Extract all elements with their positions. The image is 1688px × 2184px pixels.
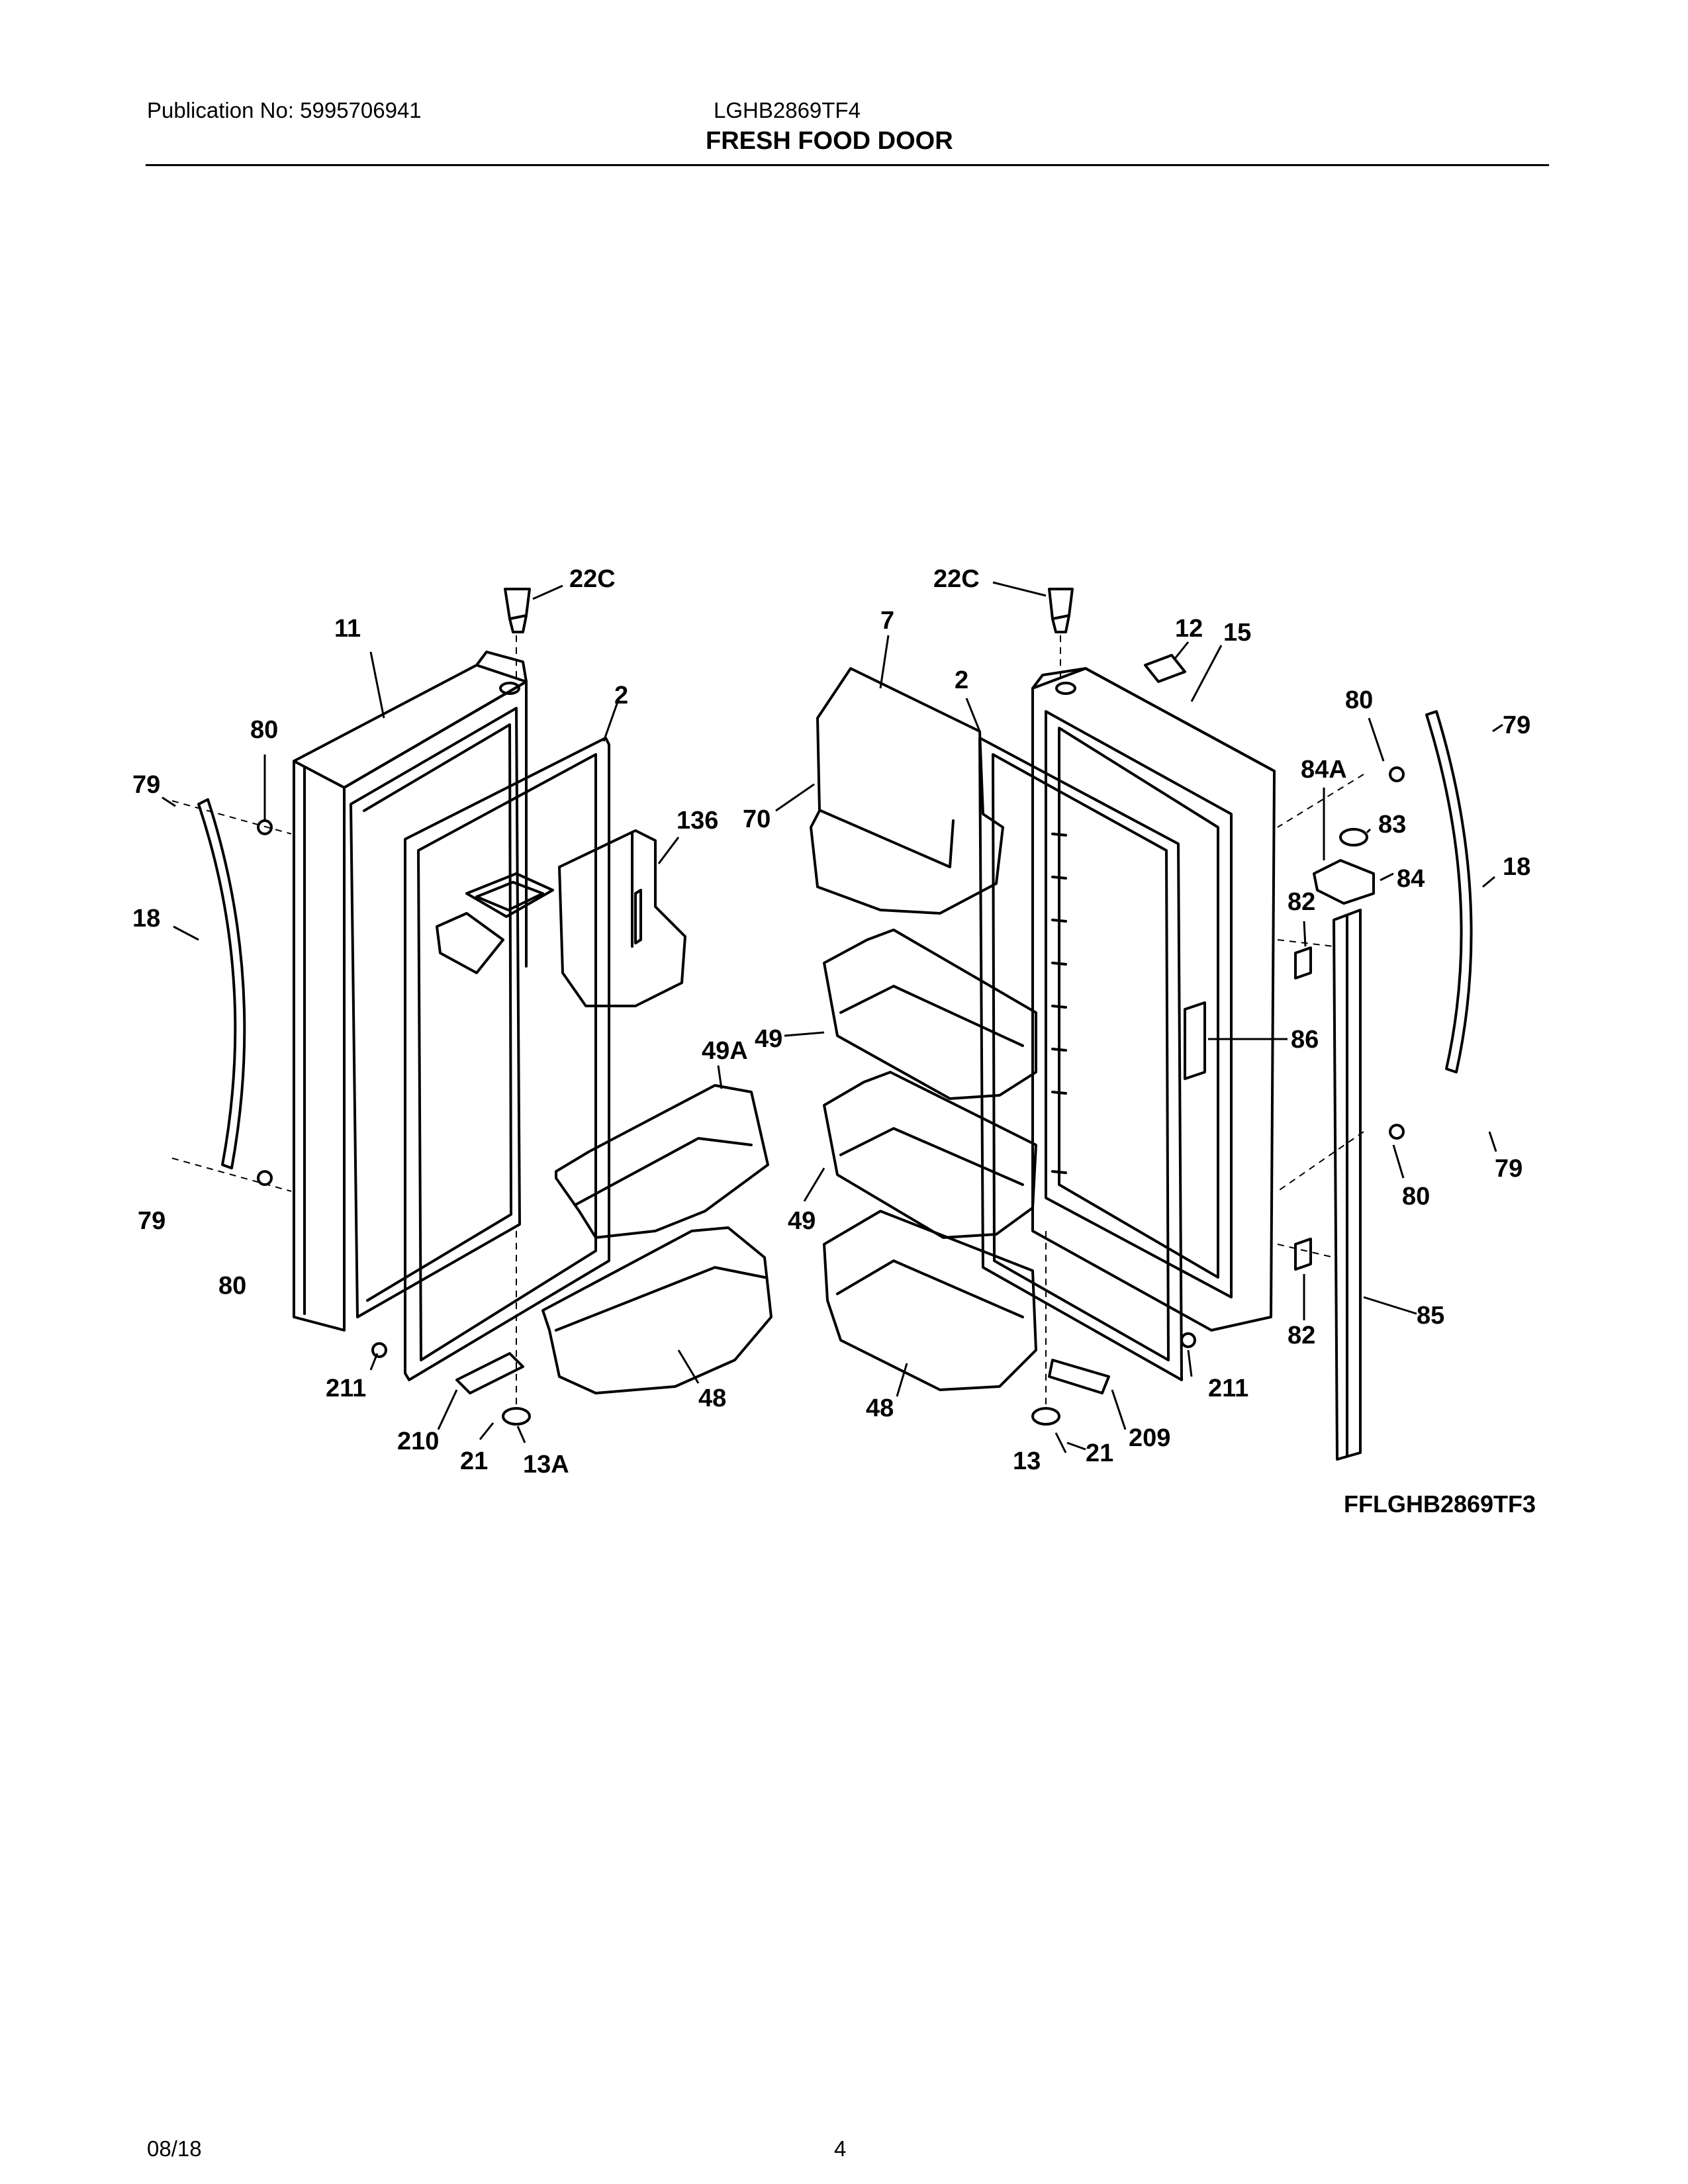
left-lower-hinge [455, 1352, 524, 1394]
callout-80-right-top: 80 [1345, 686, 1373, 714]
top-hinge-bracket [1313, 859, 1375, 905]
callout-84a: 84A [1301, 756, 1347, 784]
door-bin-48-left [541, 1226, 773, 1394]
door-bin-48-right [823, 1210, 1037, 1391]
callout-48-right: 48 [866, 1394, 894, 1422]
right-door-handle [1425, 710, 1473, 1073]
callout-136: 136 [677, 807, 718, 835]
callout-18-left: 18 [132, 905, 160, 933]
door-bin-49-upper [823, 929, 1037, 1100]
callout-15: 15 [1223, 619, 1251, 647]
footer-date: 08/18 [147, 2136, 202, 2161]
callout-49a: 49A [702, 1037, 748, 1065]
callout-21-right: 21 [1086, 1439, 1113, 1467]
callout-79-left-top: 79 [132, 771, 160, 799]
callout-48-left: 48 [698, 1385, 726, 1412]
callout-84: 84 [1397, 865, 1425, 893]
dairy-bin [810, 667, 1004, 915]
callout-82-top: 82 [1288, 888, 1315, 916]
callout-2-left: 2 [614, 682, 628, 709]
callout-49-upper: 49 [755, 1025, 782, 1053]
callout-80-left-top: 80 [250, 716, 278, 744]
callout-80-left-bottom: 80 [218, 1272, 246, 1300]
right-door-assembly [978, 667, 1276, 1381]
left-door-handle [197, 798, 246, 1169]
callout-18-right: 18 [1503, 853, 1530, 881]
header-rule [146, 164, 1549, 166]
callout-11: 11 [334, 615, 361, 643]
callout-211-left: 211 [326, 1375, 366, 1402]
callout-80-right-bottom: 80 [1402, 1183, 1430, 1210]
callout-210: 210 [397, 1428, 439, 1455]
ice-chute-bin [558, 829, 686, 1007]
callout-7: 7 [880, 607, 894, 635]
section-title: FRESH FOOD DOOR [706, 127, 953, 155]
callout-79-left-bottom: 79 [138, 1207, 165, 1235]
callout-82-bottom: 82 [1288, 1322, 1315, 1349]
callout-13: 13 [1013, 1447, 1041, 1475]
callout-21-left: 21 [460, 1447, 488, 1475]
callout-79-right-top: 79 [1503, 711, 1530, 739]
publication-number: Publication No: 5995706941 [147, 98, 422, 122]
callout-22c-left: 22C [569, 565, 616, 593]
callout-49-lower: 49 [788, 1207, 816, 1235]
figure-id: FFLGHB2869TF3 [1344, 1490, 1536, 1518]
door-bin-49a [555, 1084, 769, 1239]
callout-79-right-bottom: 79 [1495, 1155, 1523, 1183]
model-number: LGHB2869TF4 [714, 98, 861, 122]
callout-70: 70 [743, 805, 771, 833]
callout-83: 83 [1378, 811, 1406, 839]
callout-86: 86 [1291, 1026, 1319, 1054]
callout-22c-right: 22C [933, 565, 980, 593]
side-trim-strip [1333, 909, 1362, 1461]
callout-12: 12 [1175, 615, 1203, 643]
callout-13a: 13A [523, 1451, 569, 1479]
door-bin-49-lower [823, 1071, 1037, 1239]
left-door-assembly [293, 651, 610, 1381]
callout-209: 209 [1129, 1424, 1170, 1452]
page-number: 4 [834, 2136, 847, 2161]
callout-211-right: 211 [1208, 1375, 1248, 1402]
right-lower-hinge [1048, 1359, 1110, 1394]
callout-2-right: 2 [955, 666, 968, 694]
callout-85: 85 [1417, 1302, 1444, 1330]
